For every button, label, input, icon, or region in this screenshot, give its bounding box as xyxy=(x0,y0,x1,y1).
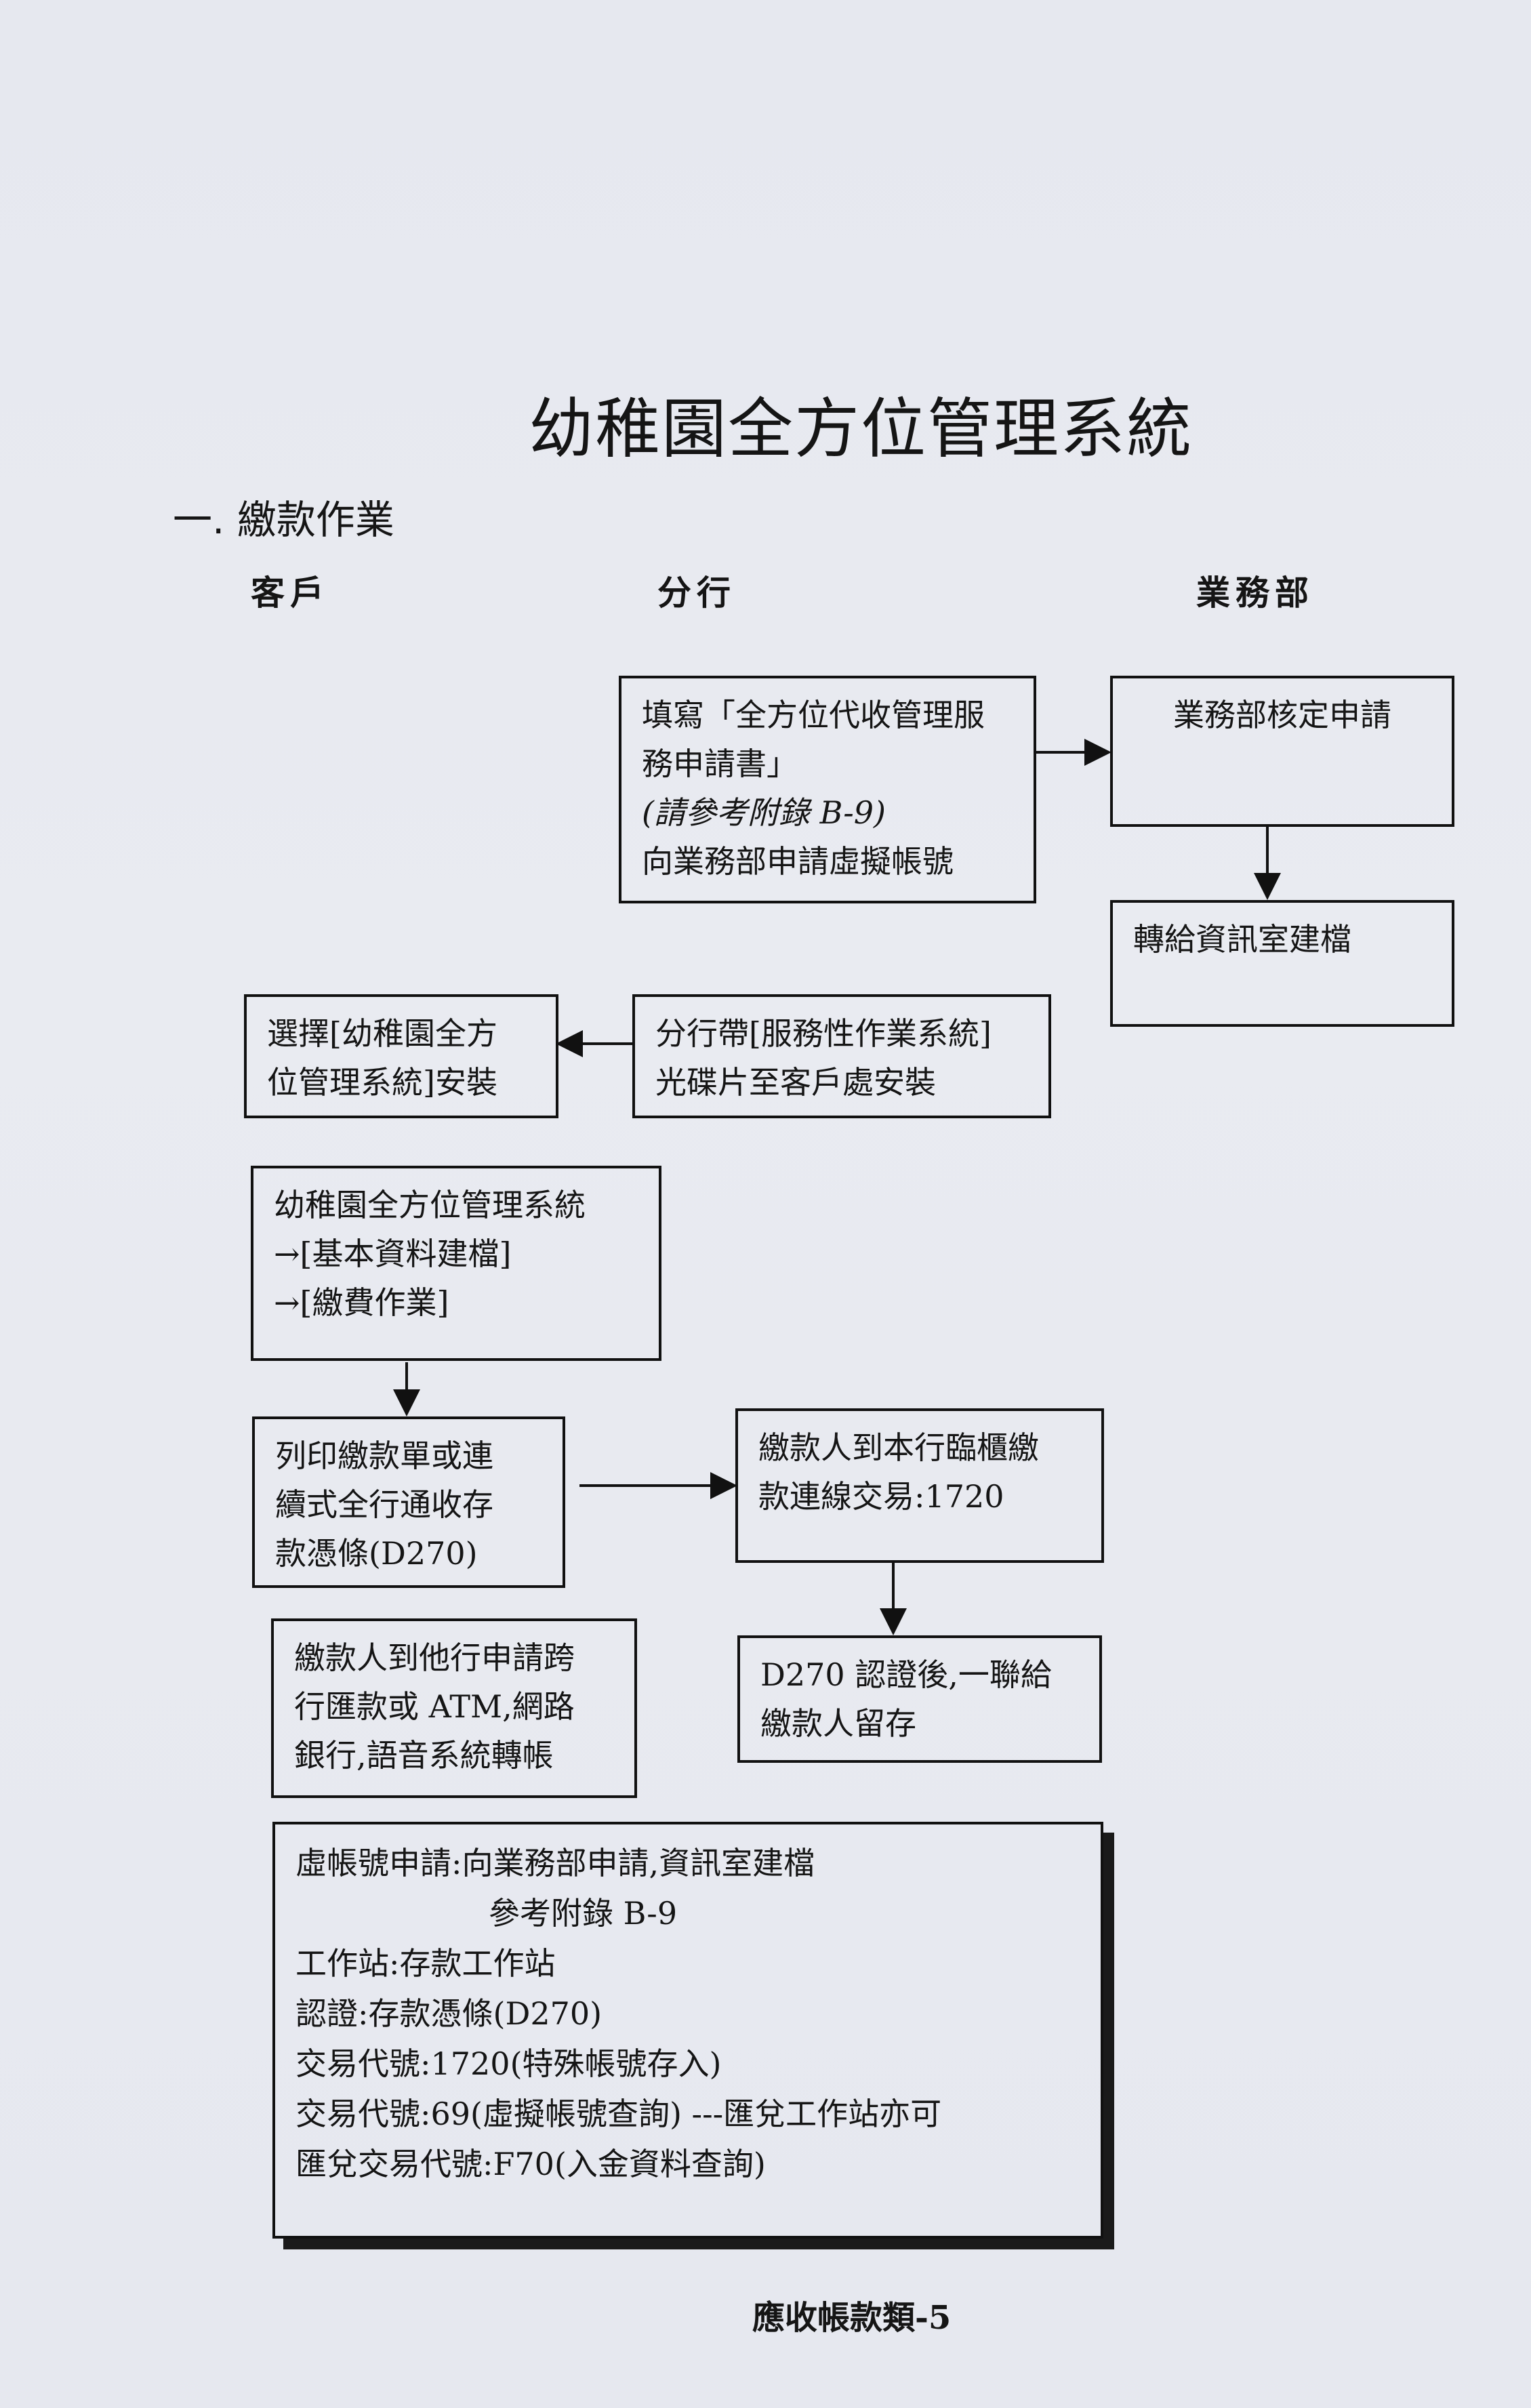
box-fill-application: 填寫「全方位代收管理服 務申請書」 (請參考附錄 B-9) 向業務部申請虛擬帳號 xyxy=(619,676,1036,903)
box-business-approve: 業務部核定申請 xyxy=(1110,676,1454,827)
page-footer: 應收帳款類-5 xyxy=(752,2299,952,2337)
box-d270-verify: D270 認證後,一聯給 繳款人留存 xyxy=(737,1635,1102,1763)
summary-notes-box: 虛帳號申請:向業務部申請,資訊室建檔 參考附錄 B-9 工作站:存款工作站 認證… xyxy=(272,1822,1103,2239)
box-select-install: 選擇[幼稚園全方 位管理系統]安裝 xyxy=(244,994,558,1118)
column-header-branch: 分行 xyxy=(657,573,736,613)
box-other-bank-transfer: 繳款人到他行申請跨 行匯款或 ATM,網路 銀行,語音系統轉帳 xyxy=(271,1618,637,1798)
column-header-business: 業務部 xyxy=(1196,573,1314,613)
box-counter-payment: 繳款人到本行臨櫃繳 款連線交易:1720 xyxy=(735,1408,1104,1563)
box-print-slip: 列印繳款單或連 續式全行通收存 款憑條(D270) xyxy=(252,1416,565,1588)
box-system-menu: 幼稚園全方位管理系統 →[基本資料建檔] →[繳費作業] xyxy=(251,1166,661,1361)
section-heading: 一. 繳款作業 xyxy=(173,497,394,543)
column-header-customer: 客戶 xyxy=(251,573,329,613)
box-it-setup: 轉給資訊室建檔 xyxy=(1110,900,1454,1027)
page-title: 幼稚園全方位管理系統 xyxy=(529,391,1193,467)
box-branch-install: 分行帶[服務性作業系統] 光碟片至客戶處安裝 xyxy=(632,994,1051,1118)
